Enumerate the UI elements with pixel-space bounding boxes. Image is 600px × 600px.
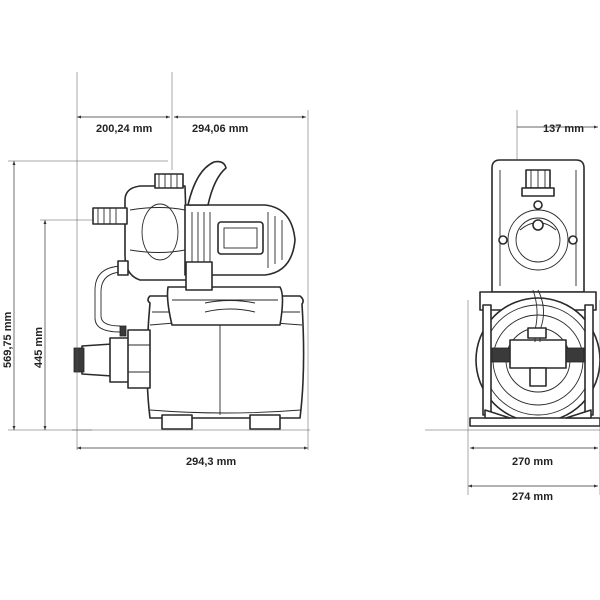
dim-front-base-inner: 270 mm: [512, 456, 553, 468]
dim-side-total-height: 569,75 mm: [2, 312, 14, 368]
front-view: 137 mm 270 mm 274 mm: [425, 110, 600, 503]
dim-side-right-width: 294,06 mm: [192, 123, 248, 135]
motor: [184, 204, 296, 291]
dim-side-tank-height: 445 mm: [33, 327, 45, 368]
side-view: 200,24 mm 294,06 mm 569,75 mm 445 mm 294…: [2, 72, 310, 468]
pressure-tank: [146, 295, 305, 430]
carry-handle: [187, 160, 227, 206]
pump-housing: [92, 173, 189, 281]
front-base: [469, 409, 600, 427]
front-motor-housing: [491, 159, 585, 293]
dim-side-left-width: 200,24 mm: [96, 123, 152, 135]
dim-side-base-width: 294,3 mm: [186, 456, 236, 468]
dim-front-base-outer: 274 mm: [512, 491, 553, 503]
pressure-switch: [73, 325, 151, 389]
front-tank: [475, 289, 600, 423]
dim-front-top-width: 137 mm: [543, 123, 584, 135]
connection-hose: [94, 260, 129, 333]
mounting-plate: [166, 286, 284, 326]
